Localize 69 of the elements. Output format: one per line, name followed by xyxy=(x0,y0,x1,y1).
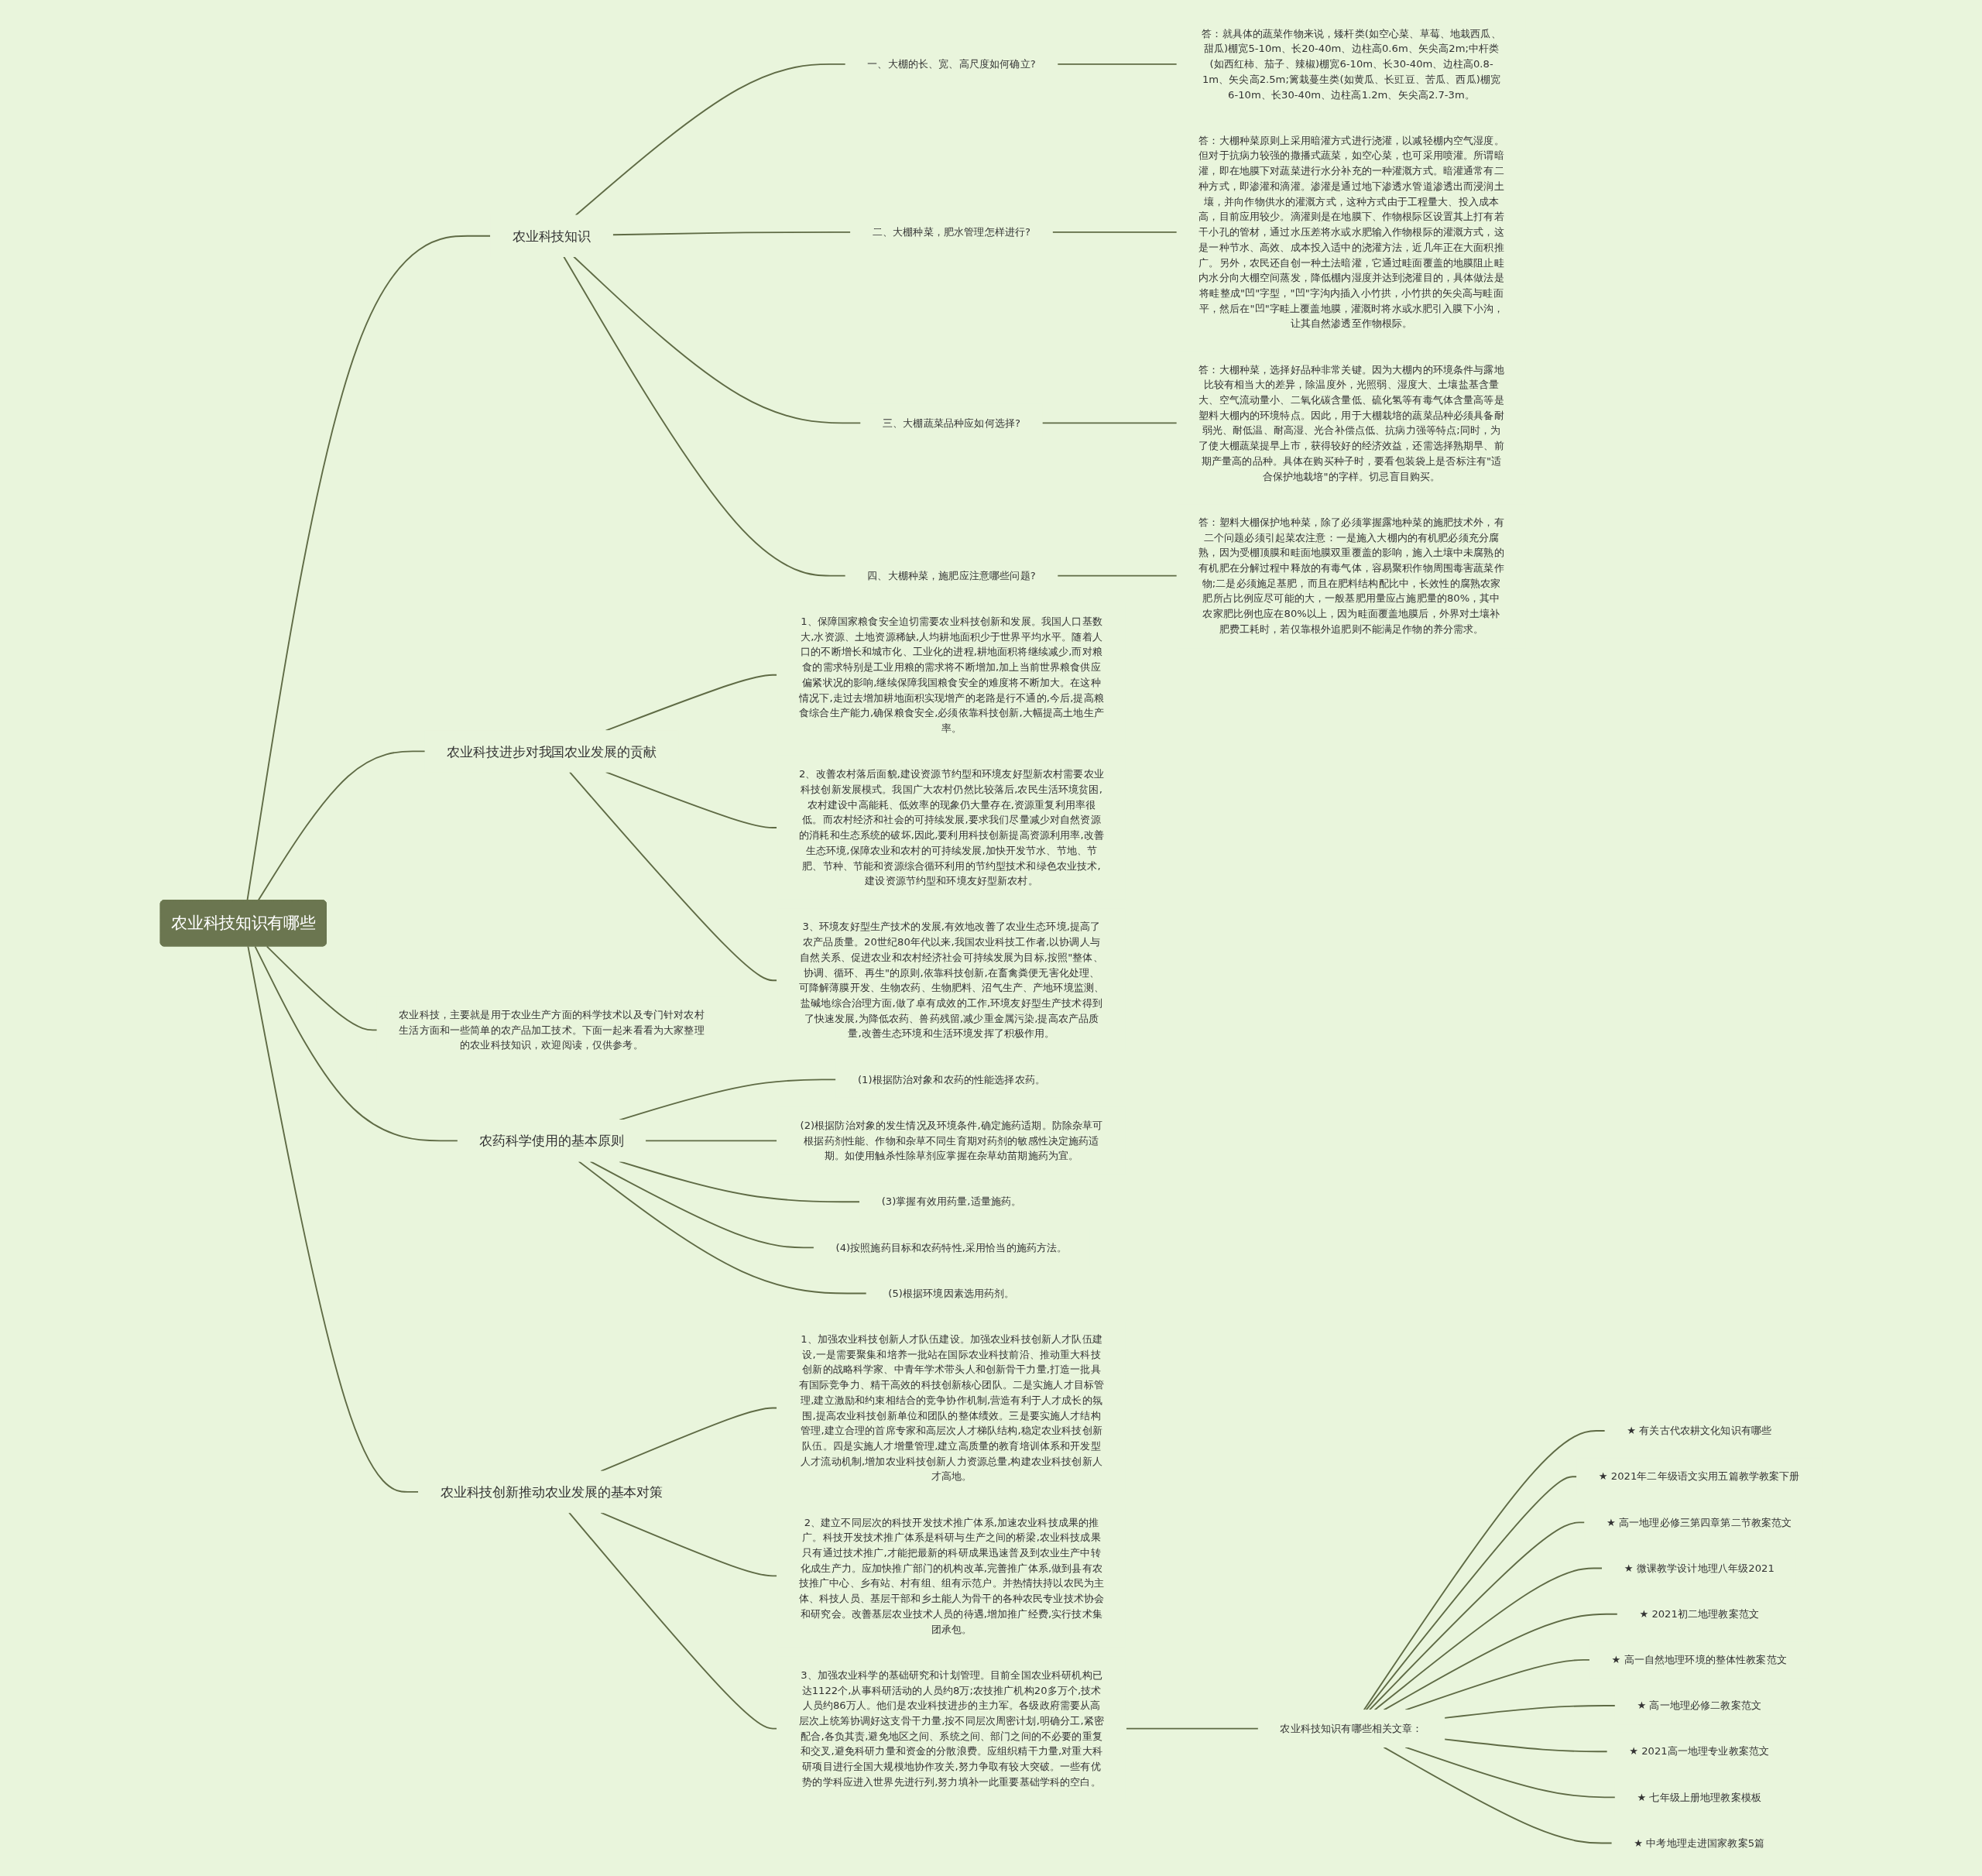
connector xyxy=(605,674,778,732)
node-text: 农业科技知识有哪些相关文章： xyxy=(1280,1722,1423,1734)
connector xyxy=(605,770,778,828)
node-text: 答：就具体的蔬菜作物来说，矮杆类(如空心菜、草莓、地栽西瓜、甜瓜)棚宽5-10m、长20-40m、边柱高0.6m、矢尖高2m;中杆类(如西红柿、茄子、辣椒)棚宽6-10m、长30-40m、边柱高0.8-1m、矢尖高2.5m;篱栽蔓生类(如黄瓜、长豇豆、苦瓜、西瓜)棚宽6-10m、长30-40m、边柱高1.2m、矢尖高2.7-3m。 xyxy=(1202,26,1501,100)
node-text: 农业科技，主要就是用于农业生产方面的科学技术以及专门针对农村生活方面和一些简单的农产品加工技术。下面一起来看看为大家整理的农业科技知识，欢迎阅读，仅供参考。 xyxy=(399,1008,705,1051)
connector xyxy=(1363,1429,1607,1711)
connector xyxy=(619,1079,837,1120)
connector xyxy=(1365,1475,1578,1711)
node-text: ★ 2021高一地理专业教案范文 xyxy=(1629,1744,1770,1757)
node-text: 1、加强农业科技创新人才队伍建设。加强农业科技创新人才队伍建设,一是需要聚集和培养一批站在国际农业科技前沿、推动重大科技创新的战略科学家、中青年学术带头人和创新骨干力量,打造一批具有国际竞争力、精干高效的科技创新核心团队。二是实施人才目标管理,建立激励和约束相结合的竞争协作机制,营造有利于人才成长的氛围,提高农业科技创新单位和团队的整体绩效。三是要实施人才结构管理,建立合理的首席专家和高层次人才梯队结构,稳定农业科技创新队伍。四是实施人才增量管理,建立高质量的教育培训体系和开发型人才流动机制,增加农业科技创新人力资源总量,构建农业科技创新人才高地。 xyxy=(798,1332,1105,1482)
connector xyxy=(589,1160,815,1248)
node-text: 农业科技进步对我国农业发展的贡献 xyxy=(447,743,657,759)
node-text: 三、大棚蔬菜品种应如何选择? xyxy=(883,416,1020,428)
node-text: (2)根据防治对象的发生情况及环境条件,确定施药适期。防除杂草可根据药剂性能、作物和杂草不同生育期对药剂的敏感性决定施药适期。如使用触杀性除草剂应掌握在杂草幼苗期施药为宜。 xyxy=(800,1119,1103,1161)
node-text: 1、保障国家粮食安全迫切需要农业科技创新和发展。我国人口基数大,水资源、土地资源稀缺,人均耕地面积少于世界平均水平。随着人口的不断增长和城市化、工业化的进程,耕地面积将继续减少,而对粮食的需求特别是工业用粮的需求将不断增加,加上当前世界粮食供应偏紧状况的影响,继续保障我国粮食安全的难度将不断加大。在这种情况下,走过去增加耕地面积实现增产的老路是行不通的,今后,提高粮食综合生产能力,确保粮食安全,必须依靠科技创新,大幅提高土地生产率。 xyxy=(799,615,1104,734)
node-text: 四、大棚种菜，施肥应注意哪些问题? xyxy=(867,569,1036,581)
node-text: 农业科技知识 xyxy=(512,228,592,244)
connector xyxy=(563,256,847,577)
node-text: (3)掌握有效用药量,适量施药。 xyxy=(881,1195,1022,1207)
node-text: 3、加强农业科学的基础研究和计划管理。目前全国农业科研机构已达1122个,从事科研活动的人员约8万;农技推广机构20多万个,技术人员约86万人。他们是农业科技进步的主力军。各级政府需要从高层次上统筹协调好这支骨干力量,按不同层次周密计划,明确分工,紧密配合,各负其责,避免地区之间、系统之间、部门之间的不必要的重复和交叉,避免科研力量和资金的分散浪费。应组织精干力量,对重大科研项目进行全国大规模地协作攻关,努力争取有较大突破。一些有优势的学科应进入世界先进行列,努力填补一此重要基础学科的空白。 xyxy=(799,1669,1104,1788)
connector xyxy=(612,231,852,235)
connector xyxy=(247,945,420,1493)
connector xyxy=(568,770,778,981)
connector xyxy=(266,945,378,1031)
connector xyxy=(574,63,847,216)
node-text: 农药科学使用的基本原则 xyxy=(479,1132,624,1148)
connector xyxy=(254,945,459,1141)
node-text: 答：大棚种菜，选择好品种非常关键。因为大棚内的环境条件与露地比较有相当大的差异，除温度外，光照弱、湿度大、土壤盐基含量大、空气流动量小、二氧化碳含量低、硫化氢等有毒气体含量高等是塑料大棚内的环境特点。因此，用于大棚栽培的蔬菜品种必须具备耐弱光、耐低温、耐高湿、光合补偿点低、抗病力强等特点;同时，为了使大棚蔬菜提早上市，获得较好的经济效益，还需选择熟期早、前期产量高的品种。具体在购买种子时，要看包装袋上是否标注有"适合保护地栽培"的字样。切忌盲目购买。 xyxy=(1198,362,1504,482)
node-text: ★ 高一地理必修三第四章第二节教案范文 xyxy=(1606,1515,1792,1528)
connector xyxy=(568,1511,778,1730)
node-text: ★ 2021初二地理教案范文 xyxy=(1639,1607,1760,1620)
node-text: 农业科技创新推动农业发展的基本对策 xyxy=(440,1483,664,1500)
connector xyxy=(246,235,492,901)
node-text: (4)按照施药目标和农药特性,采用恰当的施药方法。 xyxy=(835,1240,1068,1253)
node-text: 2、改善农村落后面貌,建设资源节约型和环境友好型新农村需要农业科技创新发展模式。我国广大农村仍然比较落后,农民生活环境贫困,农村建设中高能耗、低效率的现象仍大量存在,资源重复利用率很低。而农村经济和社会的可持续发展,要求我们尽量减少对自然资源的消耗和生态系统的破坏,因此,要利用科技创新提高资源利用率,改善生态环境,保障农业和农村的可持续发展,加快开发节水、节地、节肥、节种、节能和资源综合循环利用的节约型技术和绿色农业技术,建设资源节约型和环境友好型新农村。 xyxy=(799,767,1104,887)
node-text: 2、建立不同层次的科技开发技术推广体系,加速农业科技成果的推广。科技开发技术推广体系是科研与生产之间的桥梁,农业科技成果只有通过技术推广,才能把最新的科研成果迅速普及到农业生产中转化成生产力。应加快推广部门的机构改革,完善推广体系,做到县有农技推广中心、乡有站、村有组、组有示范户。并热情扶持以农民为主体、科技人员、基层干部和乡土能人为骨干的各种农民专业技术协会和研究会。改善基层农业技术人员的待遇,增加推广经费,实行技术集团承包。 xyxy=(798,1515,1105,1634)
connector xyxy=(1056,574,1178,577)
connector xyxy=(1041,421,1178,424)
connector xyxy=(573,256,862,424)
node-text: 答：大棚种菜原则上采用暗灌方式进行浇灌，以减轻棚内空气湿度。但对于抗病力较强的撒播式蔬菜，如空心菜，也可采用喷灌。所谓暗灌，即在地膜下对蔬菜进行水分补充的一种灌溉方式。暗灌通常有二种方式，即渗灌和滴灌。渗灌是通过地下渗透水管道渗透出而浸润土壤，并向作物供水的灌溉方式，这种方式由于工程量大、投入成本高，目前应用较少。滴灌则是在地膜下、作物根际区设置其上打有若干小孔的管材，通过水压差将水或水肥输入作物根际的灌溉方式，这是一种节水、高效、成本投入适中的浇灌方法，近几年正在大面积推广。另外，农民还自创一种土法暗灌，它通过畦面覆盖的地膜阻止畦内水分向大棚空间蒸发，降低棚内湿度并达到浇灌目的，具体做法是将畦整成"凹"字型，"凹"字沟内插入小竹拱，小竹拱的矢尖高与畦面平，然后在"凹"字畦上覆盖地膜，灌溉时将水或水肥引入膜下小沟，让其自然渗透至作物根际。 xyxy=(1198,134,1504,329)
node-text: ★ 高一地理必修二教案范文 xyxy=(1637,1699,1762,1711)
node-text: ★ 2021年二年级语文实用五篇教学教案下册 xyxy=(1598,1470,1800,1482)
node-text: 二、大棚种菜，肥水管理怎样进行? xyxy=(872,225,1031,238)
node-text: ★ 高一自然地理环境的整体性教案范文 xyxy=(1611,1653,1787,1665)
node-text: ★ 有关古代农耕文化知识有哪些 xyxy=(1627,1424,1772,1436)
connector xyxy=(1373,1567,1603,1711)
connector xyxy=(644,1139,778,1141)
connector xyxy=(257,749,426,901)
connector xyxy=(1383,1613,1619,1711)
connector xyxy=(1383,1746,1613,1843)
node-text: ★ 中考地理走进国家教案5篇 xyxy=(1634,1837,1765,1849)
node-text: ★ 微课教学设计地理八年级2021 xyxy=(1624,1562,1775,1574)
node-text: (1)根据防治对象和农药的性能选择农药。 xyxy=(857,1072,1046,1085)
connector xyxy=(1051,231,1178,233)
node-text: (5)根据环境因素选用药剂。 xyxy=(888,1287,1015,1299)
connector xyxy=(619,1160,861,1202)
node-text: 答：塑料大棚保护地种菜，除了必须掌握露地种菜的施肥技术外，有二个问题必须引起菜农注意：一是施入大棚内的有机肥必须充分腐熟，因为受棚顶膜和畦面地膜双重覆盖的影响，施入土壤中未腐熟的有机肥在分解过程中释放的有毒气体，容易聚积作物周围毒害蔬菜作物;二是必须施足基肥，而且在肥料结构配比中，长效性的腐熟农家肥所占比例应尽可能的大，一般基肥用量应占施肥量的80%，其中农家肥比例也应在80%以上，因为畦面覆盖地膜后，外界对土壤补肥费工耗时，若仅靠根外追肥则不能满足作物的养分需求。 xyxy=(1198,516,1504,635)
connector xyxy=(1056,63,1178,65)
connector xyxy=(1443,1704,1617,1719)
connector xyxy=(1404,1658,1591,1711)
node-text: ★ 七年级上册地理教案模板 xyxy=(1637,1790,1762,1802)
connector xyxy=(1443,1737,1609,1752)
node-text: 一、大棚的长、宽、高尺度如何确立? xyxy=(867,57,1036,70)
node-text: 3、环境友好型生产技术的发展,有效地改善了农业生态环境,提高了农产品质量。20世纪80年代以来,我国农业科技工作者,以协调人与自然关系、促进农业和农村经济社会可持续发展为目标,按照"整体、协调、循环、再生"的原则,依靠科技创新,在畜禽粪便无害化处理、可降解薄膜开发、生物农药、生物肥料、沼气生产、产地环境监测、盐碱地综合治理方面,做了卓有成效的工作,环境友好型生产技术得到了快速发展,为降低农药、兽药残留,减少重金属污染,提高农产品质量,改善生态环境和生活环境发挥了积极作用。 xyxy=(798,920,1105,1039)
connector xyxy=(578,1160,868,1294)
connector xyxy=(1368,1521,1586,1711)
connector xyxy=(1125,1727,1260,1730)
connector xyxy=(600,1511,778,1576)
connector xyxy=(1404,1746,1617,1798)
